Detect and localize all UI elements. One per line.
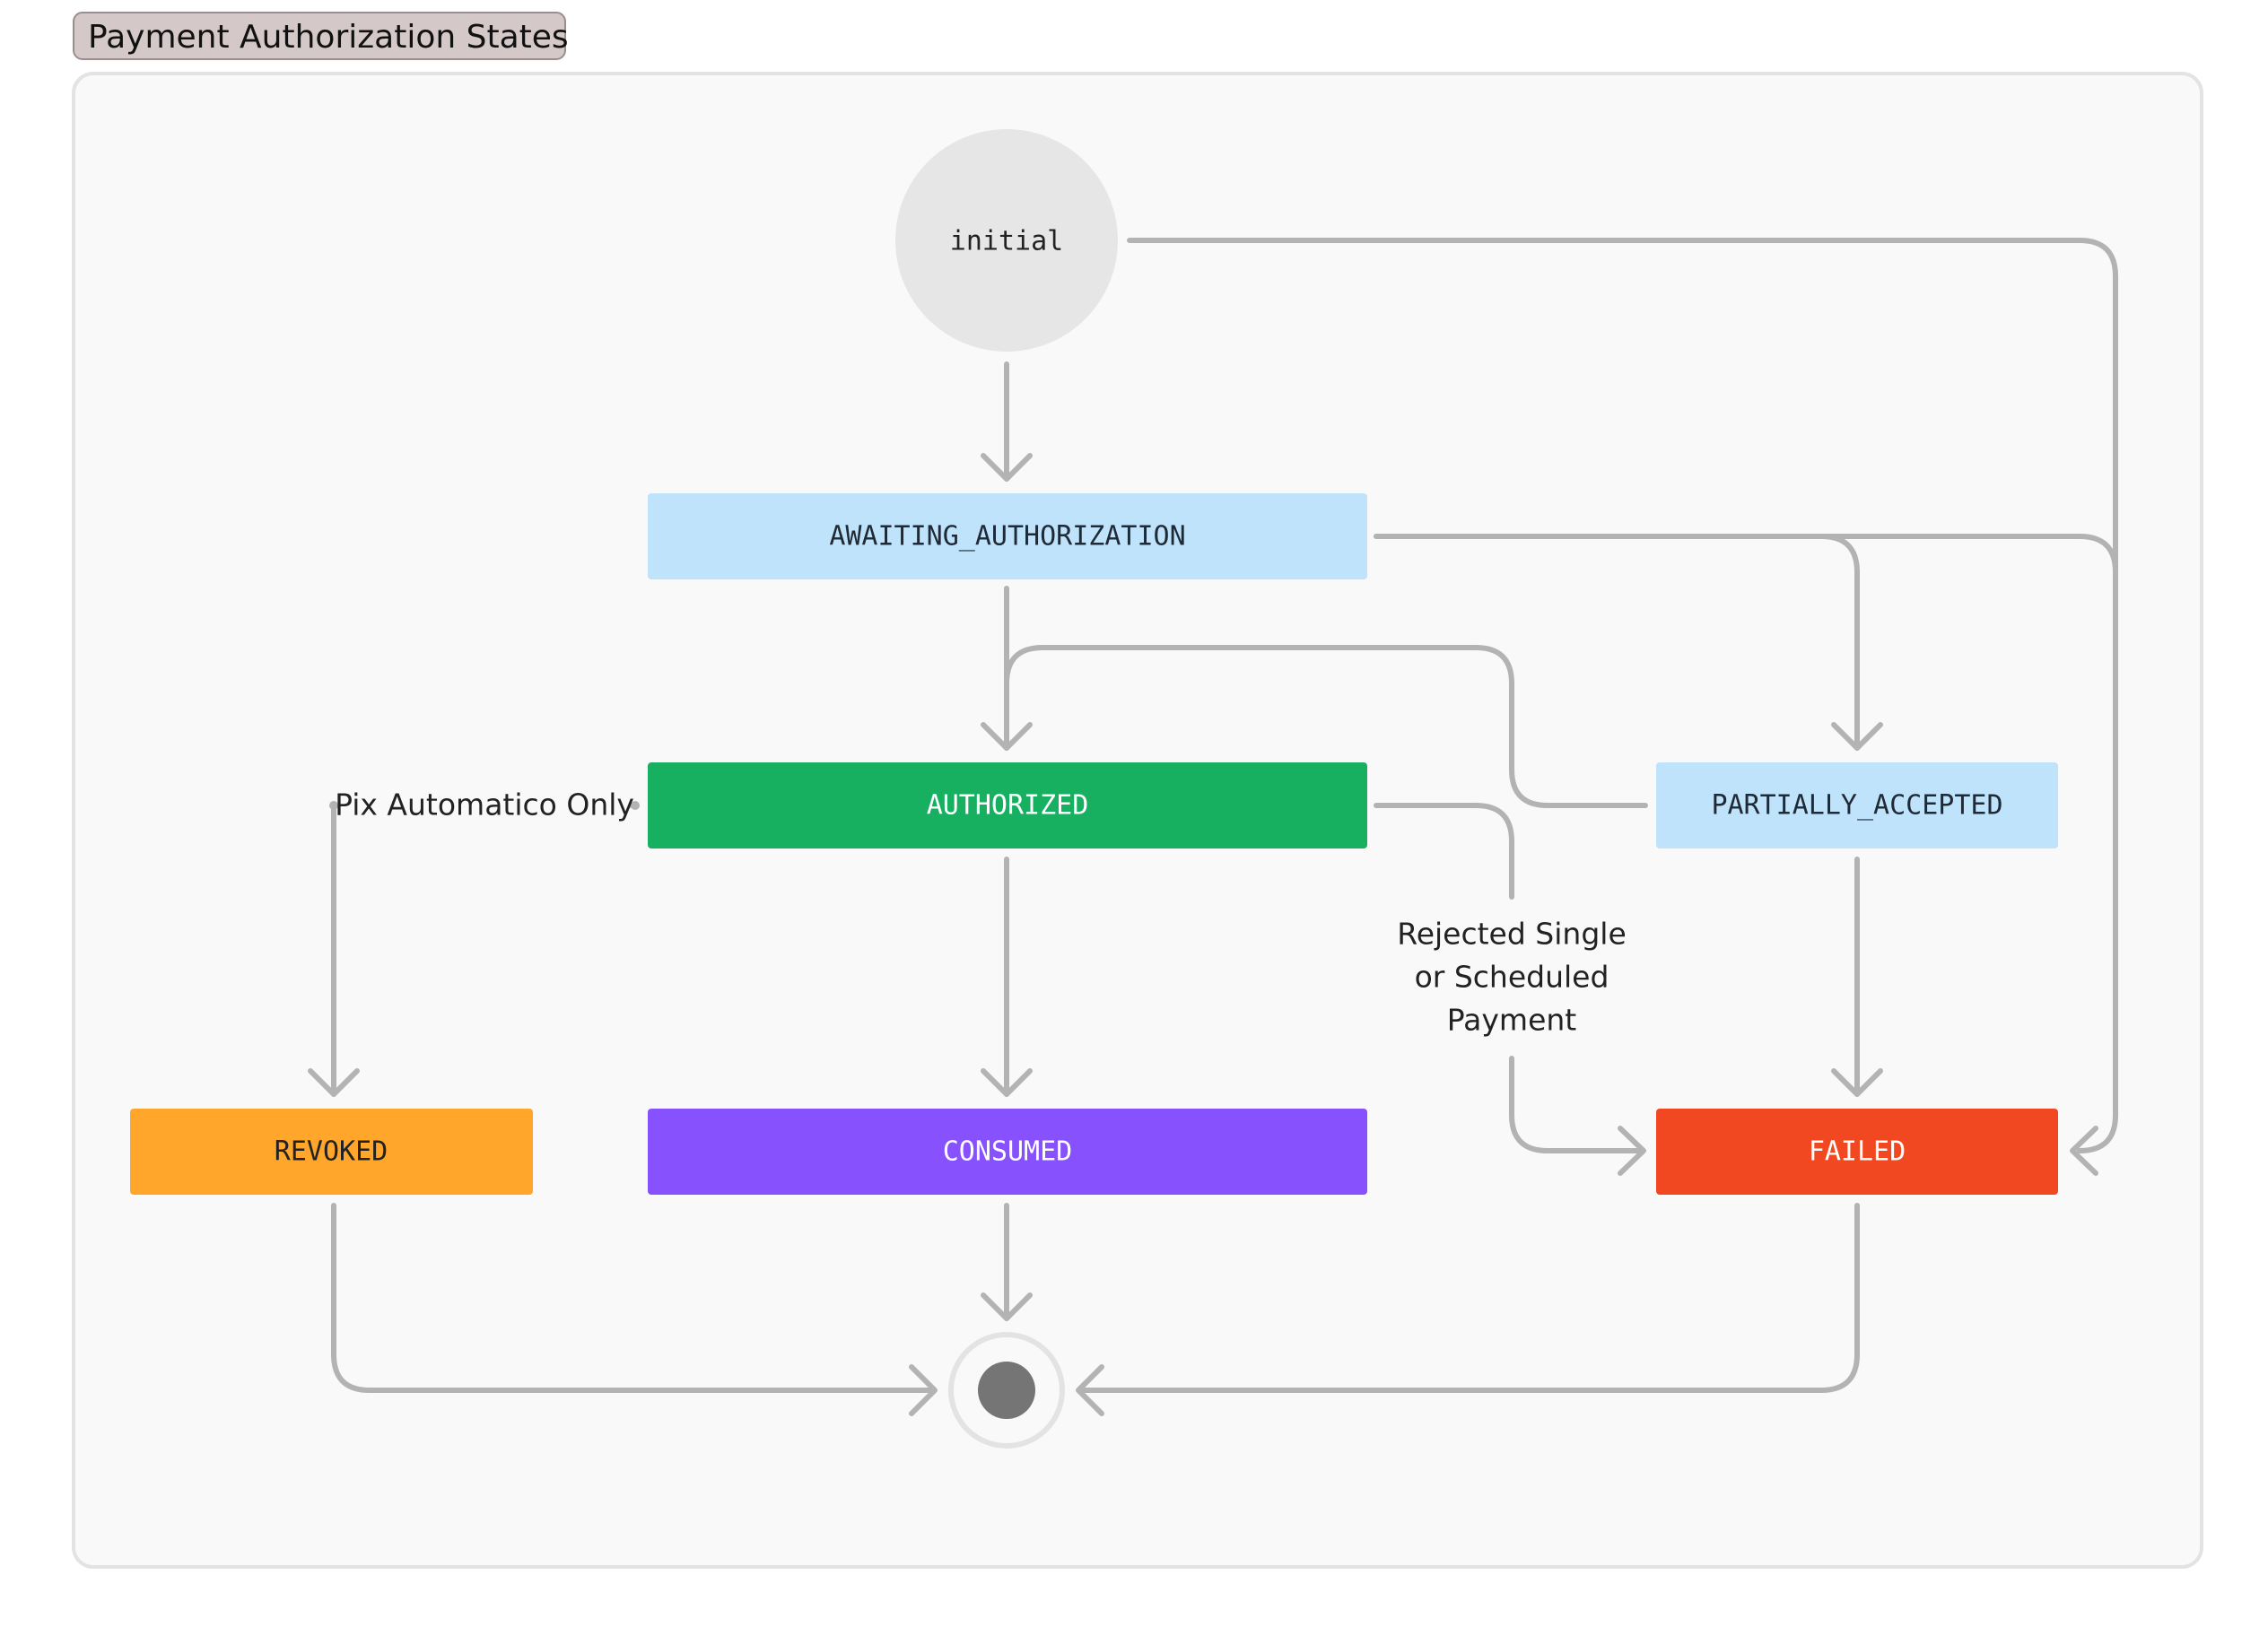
node-consumed-label: CONSUMED <box>943 1136 1073 1168</box>
pix-automatico-label: Pix Automatico Only <box>335 788 634 822</box>
node-partially-accepted-label: PARTIALLY_ACCEPTED <box>1711 790 2002 822</box>
arrowhead-end-top <box>981 1292 1033 1321</box>
node-failed-label: FAILED <box>1809 1136 1906 1168</box>
arrowhead-awaiting <box>981 453 1033 482</box>
rejected-label-line-1: Rejected Single <box>1397 917 1627 952</box>
edges <box>308 238 2118 1416</box>
rejected-label-line-3: Payment <box>1447 1003 1577 1038</box>
arrowhead-failed-top <box>1831 1068 1883 1097</box>
arrowhead-end-left <box>909 1364 938 1416</box>
node-consumed: CONSUMED <box>648 1109 1367 1195</box>
node-revoked: REVOKED <box>130 1109 533 1195</box>
edge-rejected-label-to-failed <box>1509 1056 1644 1153</box>
diagram-title: Payment Authorization States <box>88 19 569 56</box>
arrowhead-failed-right <box>2070 1126 2098 1176</box>
edge-authorized-to-rejected-label <box>1374 803 1514 900</box>
arrowhead-authorized <box>981 722 1033 751</box>
node-awaiting-authorization: AWAITING_AUTHORIZATION <box>648 493 1367 579</box>
edge-awaiting-to-partially-accepted <box>1374 534 1860 751</box>
node-initial: initial <box>895 129 1118 352</box>
node-authorized-label: AUTHORIZED <box>927 790 1089 822</box>
edge-failed-to-end <box>1077 1203 1860 1393</box>
rejected-label-line-2: or Scheduled <box>1415 960 1609 995</box>
arrowhead-partially-accepted <box>1831 722 1883 751</box>
arrowhead-consumed <box>981 1068 1033 1097</box>
edge-revoked-to-end <box>331 1203 936 1393</box>
node-failed: FAILED <box>1656 1109 2058 1195</box>
arrowhead-end-right <box>1076 1364 1104 1416</box>
node-end <box>948 1332 1065 1449</box>
node-awaiting-authorization-label: AWAITING_AUTHORIZATION <box>829 521 1185 553</box>
node-partially-accepted: PARTIALLY_ACCEPTED <box>1656 762 2058 848</box>
node-revoked-label: REVOKED <box>275 1136 388 1168</box>
edge-initial-to-failed <box>1127 238 2118 1153</box>
diagram-title-tag: Payment Authorization States <box>73 12 569 60</box>
node-authorized: AUTHORIZED <box>648 762 1367 848</box>
edge-awaiting-to-failed <box>1374 534 2118 575</box>
edge-partially-accepted-to-authorized <box>1004 645 1648 808</box>
end-state-dot <box>978 1362 1035 1419</box>
edge-label-pix-automatico: Pix Automatico Only <box>329 788 640 822</box>
edge-label-rejected: Rejected Single or Scheduled Payment <box>1397 917 1627 1038</box>
node-initial-label: initial <box>950 226 1063 257</box>
arrowhead-failed-left <box>1618 1126 1646 1176</box>
arrowhead-revoked <box>308 1068 360 1097</box>
